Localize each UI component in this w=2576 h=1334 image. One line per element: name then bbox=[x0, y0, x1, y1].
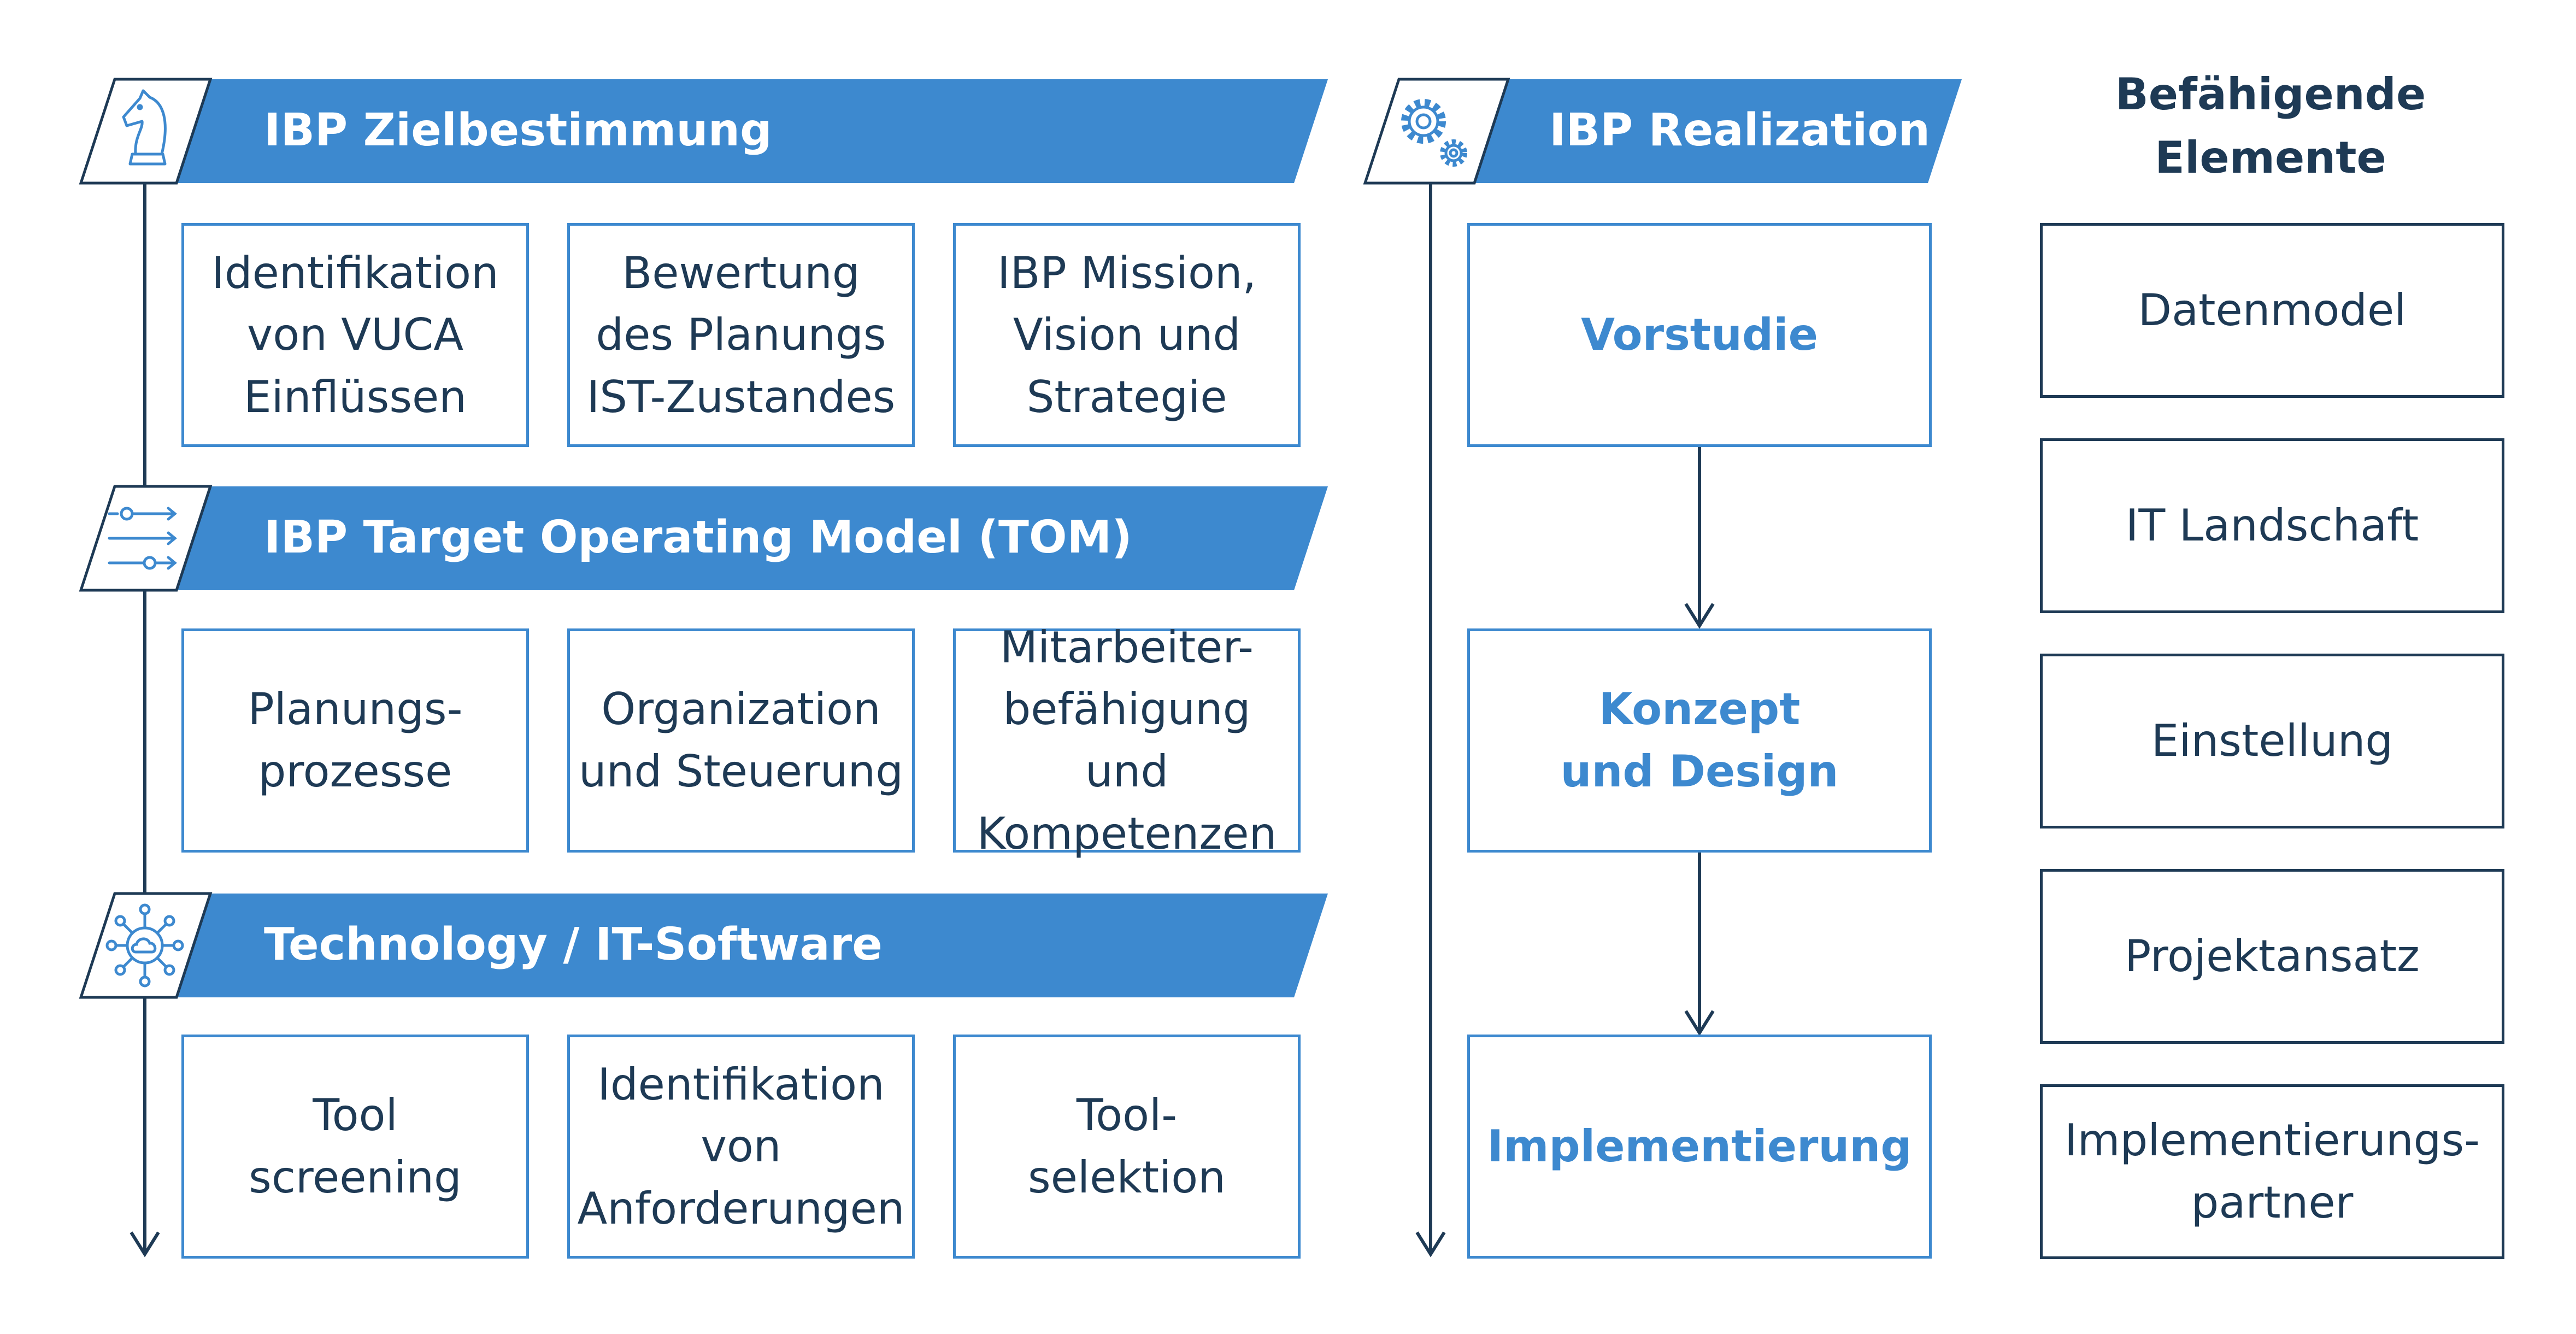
enabler-datenmodel: Datenmodel bbox=[2040, 223, 2504, 398]
enabler-it-landschaft: IT Landschaft bbox=[2040, 438, 2504, 613]
track2-card-1: Planungs- prozesse bbox=[181, 628, 529, 853]
step-arrow-2 bbox=[1684, 853, 1715, 1036]
track2-card-3: Mitarbeiter- befähigung und Kompetenzen bbox=[953, 622, 1301, 859]
enablers-title: Befähigende Elemente bbox=[2115, 69, 2426, 183]
realization-step-implementierung: Implementierung bbox=[1467, 1035, 1932, 1259]
step-arrow-1 bbox=[1684, 446, 1715, 629]
realization-step-konzept: Konzept und Design bbox=[1467, 628, 1932, 853]
track1-card-1: Identifikation von VUCA Einflüssen bbox=[181, 223, 529, 447]
gears-icon bbox=[1363, 78, 1510, 185]
realization-title: IBP Realization bbox=[1549, 104, 1931, 156]
track-title-zielbestimmung: IBP Zielbestimmung bbox=[264, 104, 772, 156]
cloud-network-icon bbox=[79, 892, 213, 999]
track-title-technology: Technology / IT-Software bbox=[264, 919, 883, 971]
track3-card-3: Tool- selektion bbox=[953, 1035, 1301, 1259]
track-title-tom: IBP Target Operating Model (TOM) bbox=[264, 512, 1132, 563]
track2-card-2: Organization und Steuerung bbox=[567, 628, 915, 853]
track3-card-1: Tool screening bbox=[181, 1035, 529, 1259]
track1-card-3: IBP Mission, Vision und Strategie bbox=[953, 223, 1301, 447]
banner-technology bbox=[177, 894, 1328, 997]
banner-realization bbox=[1474, 79, 1962, 183]
banner-zielbestimmung bbox=[177, 79, 1328, 183]
enabler-implementierungspartner: Implementierungs- partner bbox=[2040, 1084, 2504, 1259]
chess-knight-icon bbox=[79, 78, 213, 185]
track3-card-2: Identifikation von Anforderungen bbox=[567, 1035, 915, 1259]
left-timeline bbox=[130, 183, 160, 1257]
process-flow-icon bbox=[79, 485, 213, 592]
realization-timeline bbox=[1415, 183, 1446, 1257]
banner-tom bbox=[177, 486, 1328, 590]
enabler-einstellung: Einstellung bbox=[2040, 654, 2504, 828]
track1-card-2: Bewertung des Planungs IST-Zustandes bbox=[567, 223, 915, 447]
enabler-projektansatz: Projektansatz bbox=[2040, 869, 2504, 1044]
realization-step-vorstudie: Vorstudie bbox=[1467, 223, 1932, 447]
